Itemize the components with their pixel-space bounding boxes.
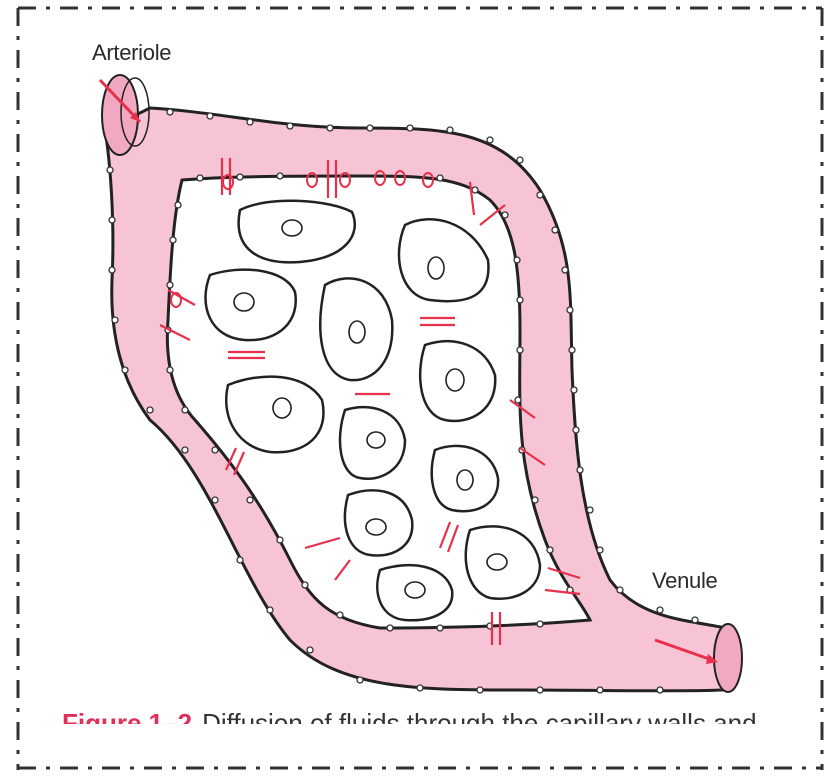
arteriole-label: Arteriole (92, 40, 171, 66)
venule-label: Venule (652, 568, 718, 594)
caption-crop (40, 724, 820, 754)
tissue-cell (399, 219, 488, 301)
